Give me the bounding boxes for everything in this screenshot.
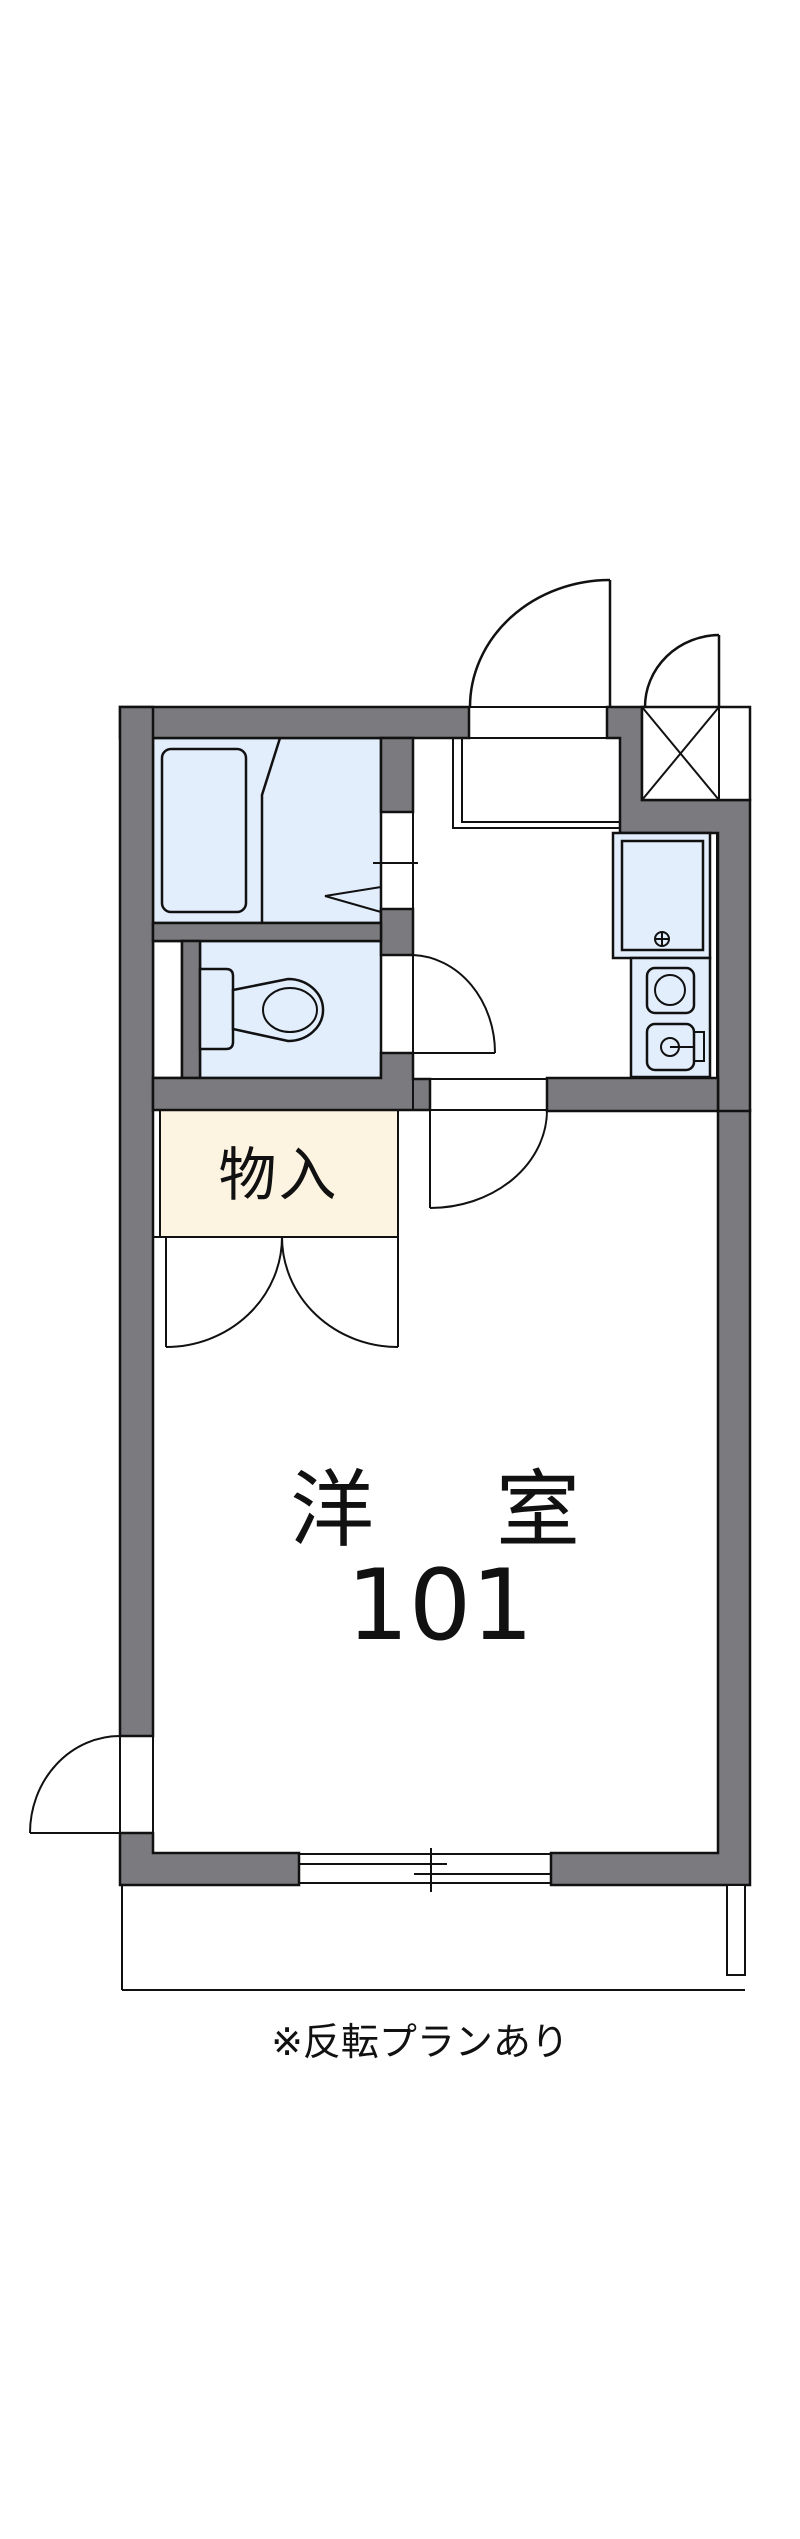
room-name-char-2: 室 [495, 1461, 580, 1559]
wall-bath-toilet [151, 921, 383, 943]
room-name-char-1: 洋 [290, 1461, 375, 1559]
wall-left-lower [118, 1831, 301, 1887]
room-door [429, 1109, 548, 1209]
closet-label: 物入 [218, 1141, 339, 1209]
wall-slot-divider [180, 939, 202, 1080]
room-name: 洋 室 [290, 1460, 580, 1560]
wall-middle-right [545, 1076, 720, 1113]
toilet-door [412, 954, 496, 1054]
toilet [198, 967, 325, 1051]
balcony-side-door [29, 1735, 121, 1834]
room-number: 101 [346, 1549, 534, 1663]
narrow-storage-slot [151, 939, 184, 1080]
stove-burner-1 [645, 966, 696, 1015]
wall-top [118, 705, 471, 740]
genkan-step [452, 738, 620, 829]
reverse-plan-note: ※反転プランあり [271, 2020, 569, 2064]
bathtub [160, 747, 248, 914]
entrance-door [468, 578, 612, 708]
wall-bath-partition-mid [379, 907, 415, 957]
meter-box [640, 633, 752, 802]
sliding-window [298, 1848, 552, 1892]
balcony [121, 1884, 746, 1991]
bath-door [324, 812, 418, 1078]
bath-divider [260, 737, 282, 923]
wall-left [118, 705, 155, 1738]
wall-bottom-right [549, 1108, 752, 1887]
kitchen-sink [620, 839, 705, 952]
closet-double-door [165, 1236, 399, 1348]
wall-bath-partition-top [379, 736, 415, 814]
stove-burner-2 [645, 1022, 705, 1072]
